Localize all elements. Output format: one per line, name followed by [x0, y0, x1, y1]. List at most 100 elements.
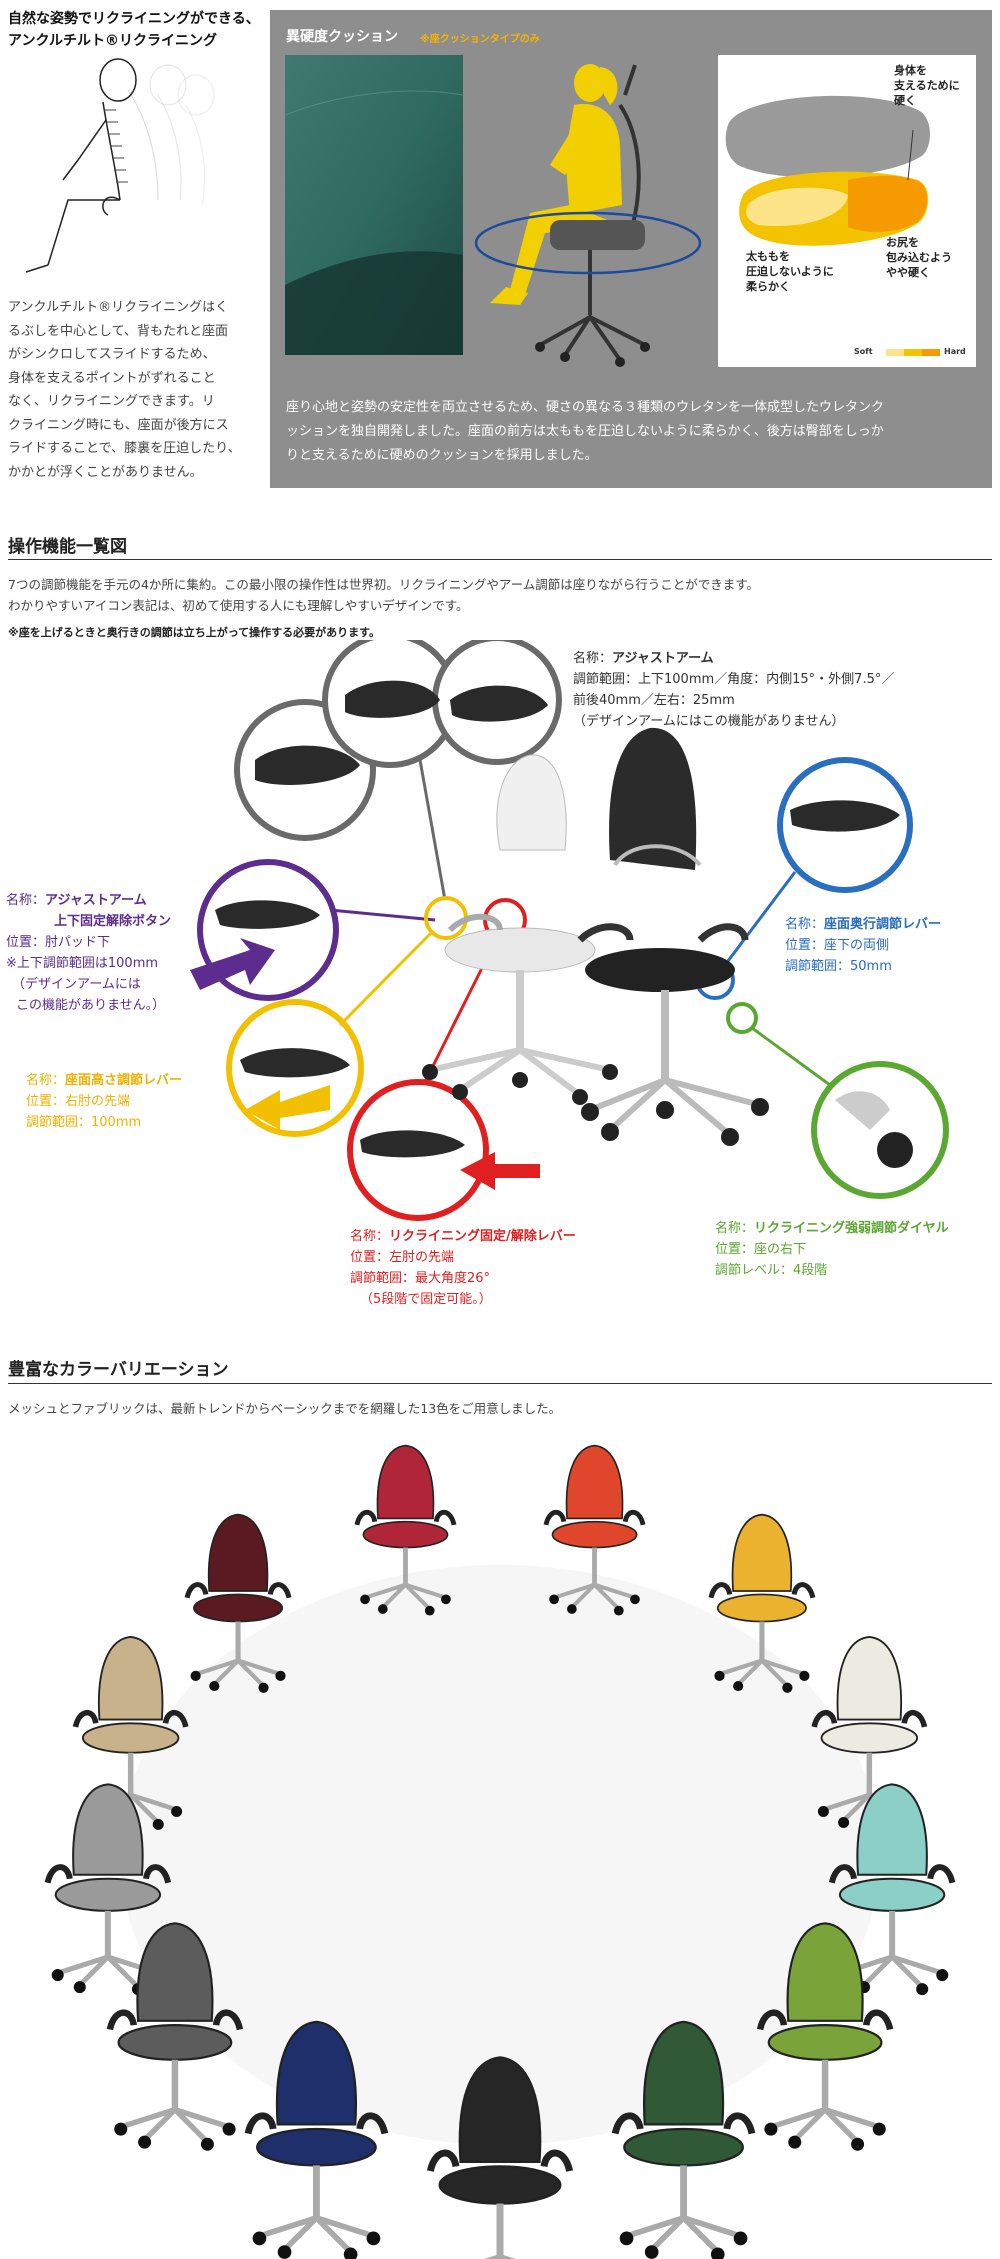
operation-note: ※座を上げるときと奥行きの調節は立ち上がって操作する必要があります。	[8, 626, 381, 639]
color-chair	[611, 2020, 756, 2259]
callout-line: （デザインアームには	[12, 977, 141, 992]
label-line: やや硬く	[886, 266, 930, 279]
cushion-desc-line: ッションを独自開発しました。座面の前方は太ももを圧迫しないように柔らかく、後方は…	[286, 424, 884, 439]
cushion-label-soft: 太ももを 圧迫しないように 柔らかく	[746, 249, 834, 294]
recline-title-line2: アンクルチルト®リクライニング	[8, 33, 218, 49]
arm-detail-circles	[234, 640, 562, 901]
callout-line: ※上下調節範囲は100mm	[6, 956, 159, 971]
legend-swatch-hard	[922, 349, 940, 356]
callout-key: 名称：	[573, 651, 613, 666]
operation-intro: 7つの調節機能を手元の4か所に集約。この最小限の操作性は世界初。リクライニングや…	[8, 574, 992, 616]
colors-heading-rule	[8, 1383, 992, 1384]
color-chair	[828, 1783, 956, 1996]
color-chair	[708, 1513, 816, 1693]
label-line: お尻を	[886, 236, 919, 249]
seat-highlight-circle	[474, 211, 702, 275]
callout-key: 名称：	[6, 893, 46, 908]
black-chair-illustration	[577, 727, 769, 1146]
callout-name: アジャストアーム	[45, 893, 147, 908]
callout-name: リクライニング固定/解除レバー	[389, 1229, 576, 1244]
cushion-note: ※座クッションタイプのみ	[420, 34, 540, 45]
seated-figure-illustration	[474, 64, 702, 367]
legend-hard-text: Hard	[944, 347, 966, 356]
callout-recline-lock: 名称：リクライニング固定/解除レバー 位置：左肘の先端 調節範囲：最大角度26°…	[350, 1226, 576, 1310]
skeleton-recline-illustration	[25, 58, 215, 273]
callout-arm-lock: 名称：アジャストアーム 上下固定解除ボタン 位置：肘パッド下 ※上下調節範囲は1…	[6, 890, 171, 1016]
callout-line: 調節レベル：4段階	[715, 1263, 828, 1278]
recline-desc-line: がシンクロしてスライドするため、	[8, 347, 216, 362]
callout-seat-height: 名称：座面高さ調節レバー 位置：右肘の先端 調節範囲：100mm	[26, 1070, 182, 1133]
color-chair	[184, 1513, 292, 1693]
callout-name: 座面高さ調節レバー	[65, 1073, 183, 1088]
callout-line: 調節範囲：50mm	[785, 959, 892, 974]
recline-desc-line: なく、リクライニングできます。リ	[8, 394, 215, 409]
label-line: 包み込むよう	[886, 251, 952, 264]
color-chair	[354, 1444, 457, 1616]
callout-line: （デザインアームにはこの機能がありません）	[573, 714, 845, 729]
callout-line: （5段階で固定可能。）	[360, 1292, 492, 1307]
cushion-label-mid: お尻を 包み込むよう やや硬く	[886, 235, 952, 280]
operation-intro-line: 7つの調節機能を手元の4か所に集約。この最小限の操作性は世界初。リクライニングや…	[8, 577, 760, 592]
callout-line: 位置：左肘の先端	[350, 1250, 455, 1265]
legend-swatch-mid	[904, 349, 922, 356]
callout-name: アジャストアーム	[612, 651, 714, 666]
callout-line: 位置：座の右下	[715, 1242, 807, 1257]
callout-key: 名称：	[785, 917, 825, 932]
color-chair	[106, 1922, 244, 2151]
recline-desc-line: クライニング時にも、座面が後方にス	[8, 417, 229, 433]
callout-line: この機能がありません。）	[16, 998, 166, 1013]
callout-adjust-arm: 名称：アジャストアーム 調節範囲：上下100mm／角度：内側15°・外側7.5°…	[573, 648, 894, 732]
operation-intro-line: わかりやすいアイコン表記は、初めて使用する人にも理解しやすいデザインです。	[8, 598, 469, 613]
label-line: 柔らかく	[746, 280, 790, 293]
callout-name: 上下固定解除ボタン	[54, 914, 172, 929]
hardness-legend: Soft Hard	[854, 345, 974, 359]
callout-key: 名称：	[715, 1221, 755, 1236]
white-chair-illustration	[422, 754, 618, 1105]
cushion-layers-illustration	[725, 95, 930, 246]
label-line: 圧迫しないように	[746, 265, 834, 278]
recline-desc-line: かかとが浮くことがありません。	[8, 464, 203, 480]
color-chair	[756, 1922, 894, 2151]
color-variation-ring	[0, 1425, 1000, 2259]
callout-line: 前後40mm／左右：25mm	[573, 693, 735, 708]
cushion-diagram: 身体を 支えるために 硬く お尻を 包み込むよう やや硬く 太ももを 圧迫しない…	[718, 55, 976, 367]
callout-line: 位置：座下の両側	[785, 938, 890, 953]
operation-heading-rule	[8, 559, 992, 560]
callout-line: 位置：肘パッド下	[6, 935, 111, 950]
callout-key: 名称：	[350, 1229, 390, 1244]
callout-line: 位置：右肘の先端	[26, 1094, 131, 1109]
cushion-description: 座り心地と姿勢の安定性を両立させるため、硬さの異なる３種類のウレタンを一体成型し…	[286, 396, 982, 468]
recline-title-line1: 自然な姿勢でリクライニングができる、	[8, 11, 260, 27]
recline-desc-line: ライドすることで、膝裏を圧迫したり、	[8, 441, 241, 456]
cushion-label-hard: 身体を 支えるために 硬く	[894, 63, 960, 108]
operation-heading: 操作機能一覧図	[8, 537, 127, 557]
callout-name: 座面奥行調節レバー	[824, 917, 942, 932]
recline-title: 自然な姿勢でリクライニングができる、 アンクルチルト®リクライニング	[8, 8, 278, 52]
color-chair	[426, 2056, 574, 2259]
colors-intro: メッシュとファブリックは、最新トレンドからベーシックまでを網羅した13色をご用意…	[8, 1401, 562, 1416]
recline-description: アンクルチルト®リクライニングはく るぶしを中心として、背もたれと座面 がシンク…	[8, 296, 260, 484]
callout-key: 名称：	[26, 1073, 66, 1088]
callout-seat-depth: 名称：座面奥行調節レバー 位置：座下の両側 調節範囲：50mm	[785, 914, 941, 977]
legend-swatch-soft	[886, 349, 904, 356]
label-line: 硬く	[894, 94, 916, 107]
operation-diagram	[190, 640, 949, 1221]
cushion-desc-line: 座り心地と姿勢の安定性を両立させるため、硬さの異なる３種類のウレタンを一体成型し…	[286, 400, 885, 415]
colors-heading: 豊富なカラーバリエーション	[8, 1360, 229, 1380]
callout-line: 調節範囲：上下100mm／角度：内側15°・外側7.5°／	[573, 672, 895, 687]
callout-recline-tension: 名称：リクライニング強弱調節ダイヤル 位置：座の右下 調節レベル：4段階	[715, 1218, 949, 1281]
callout-name: リクライニング強弱調節ダイヤル	[754, 1221, 949, 1236]
recline-desc-line: るぶしを中心として、背もたれと座面	[8, 323, 228, 339]
label-line: 身体を	[894, 64, 927, 77]
color-chair	[543, 1444, 646, 1616]
cushion-heading: 異硬度クッション	[286, 29, 398, 45]
callout-line: 調節範囲：100mm	[26, 1115, 142, 1130]
recline-desc-line: 身体を支えるポイントがずれること	[8, 370, 216, 386]
label-line: 太ももを	[746, 250, 790, 263]
recline-desc-line: アンクルチルト®リクライニングはく	[8, 300, 229, 315]
callout-line: 調節範囲：最大角度26°	[350, 1271, 491, 1286]
legend-soft-text: Soft	[854, 347, 873, 356]
recline-tension-circle	[811, 1061, 949, 1199]
cushion-desc-line: りと支えるために硬めのクッションを採用しました。	[286, 448, 598, 463]
label-line: 支えるために	[894, 79, 960, 92]
